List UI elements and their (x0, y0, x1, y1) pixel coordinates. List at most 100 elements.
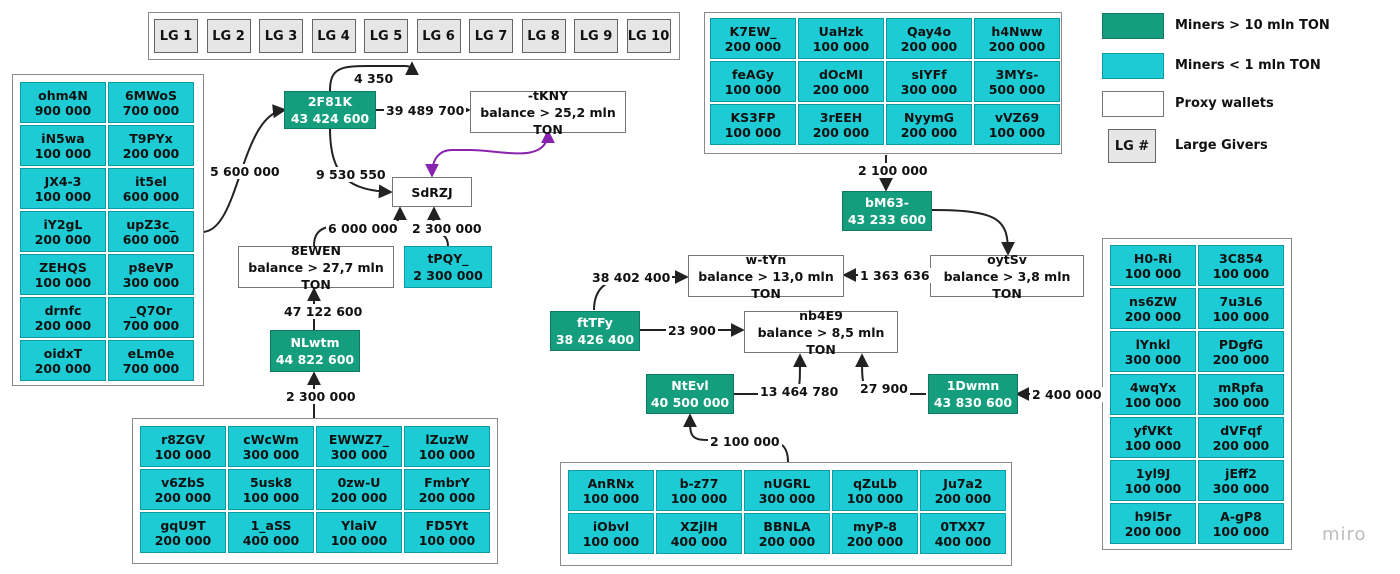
miner-name: r8ZGV (161, 431, 205, 447)
miner-amount: 100 000 (330, 532, 388, 548)
miner-amount: 100 000 (1212, 523, 1270, 539)
edge-label-27900: 27 900 (858, 381, 910, 396)
miner-amount: 200 000 (934, 490, 992, 506)
miner-amount: 300 000 (1212, 394, 1270, 410)
node-8EWEN-name: 8EWEN (290, 242, 342, 258)
miner-amount: 200 000 (758, 533, 816, 549)
node-bM63-name: bM63- (865, 195, 909, 210)
edge-label-38402400: 38 402 400 (590, 270, 673, 285)
miner-amount: 100 000 (1212, 265, 1270, 281)
miner-name: lZuzW (425, 431, 469, 447)
miner-amount: 100 000 (724, 124, 782, 140)
miner-amount: 200 000 (900, 124, 958, 140)
legend-lg-swatch-text: LG # (1114, 138, 1150, 154)
miner-name: NyymG (903, 109, 955, 125)
node-nb4E9-balance: balance > 8,5 mln TON (757, 324, 885, 357)
miner-name: p8eVP (128, 259, 174, 275)
large-giver-3: LG 3 (259, 19, 303, 53)
miner-name: iN5wa (41, 130, 85, 146)
miner-amount: 200 000 (1212, 437, 1270, 453)
miner-amount: 200 000 (418, 489, 476, 505)
node-NLwtm-name: NLwtm (290, 335, 340, 350)
miner-name: sIYFf (911, 66, 947, 82)
miner-name: it5el (135, 173, 167, 189)
miner-amount: 100 000 (1124, 480, 1182, 496)
miner-name: ZEHQS (39, 259, 87, 275)
node-oytSv-name: oytSv (987, 251, 1027, 267)
miner-amount: 200 000 (1124, 308, 1182, 324)
edge-label-2300000-bottom: 2 300 000 (284, 389, 358, 404)
legend-small-miner-label: Miners < 1 mln TON (1175, 58, 1321, 73)
miner-amount: 100 000 (582, 490, 640, 506)
miner-amount: 900 000 (34, 102, 92, 118)
miner-amount: 200 000 (1124, 523, 1182, 539)
node-nb4E9: nb4E9 balance > 8,5 mln TON (744, 308, 898, 357)
miner-amount: 300 000 (1124, 351, 1182, 367)
miner-name: Ju7a2 (943, 475, 983, 491)
legend-lg-swatch: LG # (1108, 129, 1156, 163)
large-giver-6: LG 6 (416, 19, 461, 53)
miner-amount: 100 000 (988, 124, 1046, 140)
legend-small-miner-swatch (1102, 53, 1164, 79)
miner-cell: K7EW_200 000 (710, 18, 796, 59)
miner-name: cWcWm (243, 431, 299, 447)
node-2F81K-amount: 43 424 600 (290, 111, 370, 126)
miner-name: 1yl9J (1135, 465, 1171, 481)
miner-name: dOcMI (818, 66, 864, 82)
miner-amount: 200 000 (34, 360, 92, 376)
miner-name: h4Nww (991, 23, 1043, 39)
node-w-tYn-balance: balance > 13,0 mln TON (698, 268, 834, 301)
node-oytSv: oytSv balance > 3,8 mln TON (930, 252, 1084, 301)
edge-label-13464780: 13 464 780 (758, 384, 841, 399)
miner-name: 3C854 (1219, 250, 1263, 266)
miner-name: yfVKt (1133, 422, 1173, 438)
miner-name: lYnkl (1135, 336, 1171, 352)
node-NtEvl-amount: 40 500 000 (650, 395, 730, 410)
miner-amount: 100 000 (34, 188, 92, 204)
miner-name: 3MYs- (995, 66, 1039, 82)
miner-amount: 100 000 (1124, 394, 1182, 410)
miner-amount: 100 000 (418, 532, 476, 548)
miner-name: 1_aSS (250, 517, 292, 533)
miner-name: 6MWoS (124, 87, 178, 103)
miner-name: nUGRL (763, 475, 811, 491)
miner-amount: 100 000 (724, 81, 782, 97)
edge-bM63-to-oytSv (931, 209, 1015, 256)
node-ftTFy-amount: 38 426 400 (555, 332, 635, 347)
edge-label-6000000: 6 000 000 (326, 221, 400, 236)
miner-name: eLm0e (127, 345, 175, 361)
miner-name: K7EW_ (729, 23, 777, 39)
miner-name: qZuLb (853, 475, 897, 491)
node-8EWEN-balance: balance > 27,7 mln TON (248, 259, 384, 292)
edge-2F81K-to-LG (329, 61, 419, 92)
miner-name: YlaiV (341, 517, 377, 533)
node-bM63: bM63- 43 233 600 (842, 191, 932, 231)
miner-name: iY2gL (43, 216, 83, 232)
node-2F81K: 2F81K 43 424 600 (284, 91, 376, 129)
miner-name: jEff2 (1225, 465, 1257, 481)
node-2F81K-name: 2F81K (307, 94, 353, 109)
miner-name: Qay4o (906, 23, 952, 39)
